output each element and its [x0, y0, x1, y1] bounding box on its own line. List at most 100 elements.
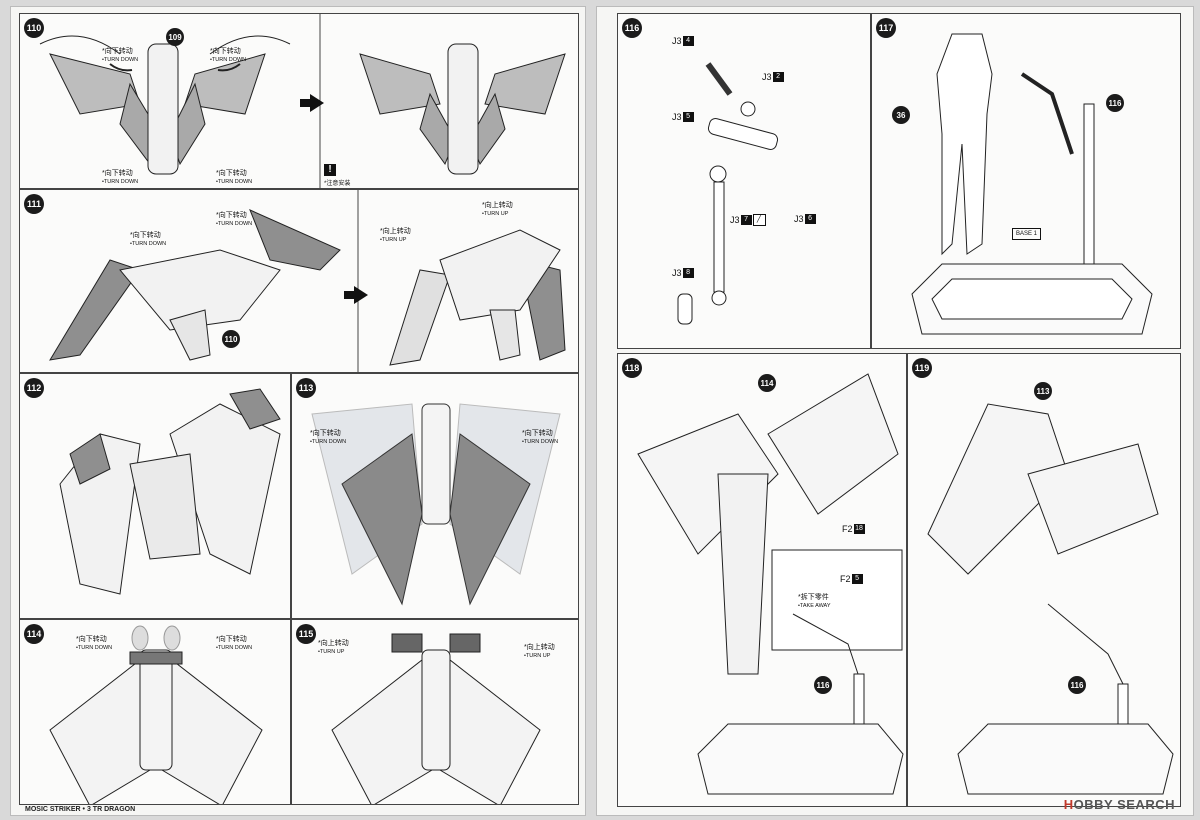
part-group: F2	[842, 524, 853, 534]
callout-116: 116	[1068, 676, 1086, 694]
note-zh: *向下转动	[310, 430, 341, 437]
warning: ! *注意安装	[324, 164, 350, 187]
note-en: •TURN DOWN	[216, 221, 253, 227]
note-zh: *向上转动	[524, 644, 555, 651]
step-114-illustration	[49, 625, 263, 804]
callout-116: 116	[1106, 94, 1124, 112]
callout-116: 116	[814, 676, 832, 694]
note-en: •TURN UP	[482, 211, 509, 217]
note-en: •TURN DOWN	[522, 439, 559, 445]
note: *向下转动 •TURN DOWN	[76, 636, 112, 652]
note-zh: *向上转动	[482, 202, 513, 209]
note-en: •TURN DOWN	[102, 179, 139, 185]
note-en: •TURN DOWN	[216, 645, 253, 651]
note-zh: *向下转动	[130, 232, 161, 239]
note-zh: *向下转动	[216, 212, 247, 219]
step-119-illustration	[927, 403, 1174, 795]
left-page: 110 109 *向下转动•TURN DOWN *向下转动•TURN DOWN …	[10, 6, 586, 816]
note: *向下转动 •TURN DOWN	[216, 212, 252, 228]
step-number: 116	[622, 18, 642, 38]
note-zh: *拆下零件	[798, 594, 829, 601]
part-number: 2	[772, 72, 784, 82]
step-114-panel: 114 *向下转动 •TURN DOWN *向下转动 •TURN DOWN	[19, 619, 291, 805]
note-en: •TURN DOWN	[76, 645, 113, 651]
step-118-illustration	[637, 373, 904, 795]
note: *向下转动 •TURN DOWN	[210, 48, 246, 64]
note-en: •TURN DOWN	[130, 241, 167, 247]
part-group: F2	[840, 574, 851, 584]
step-number: 119	[912, 358, 932, 378]
step-number: 111	[24, 194, 44, 214]
note-zh: *向下转动	[216, 636, 247, 643]
note-zh: *向下转动	[76, 636, 107, 643]
step-111-illustration	[49, 190, 566, 372]
note: *向下转动•TURN DOWN	[102, 48, 138, 64]
callout-114: 114	[758, 374, 776, 392]
note-en: •TAKE AWAY	[798, 603, 831, 609]
step-116-illustration	[677, 62, 779, 325]
note: *向下转动 •TURN DOWN	[216, 636, 252, 652]
note: *向上转动•TURN UP	[318, 640, 349, 656]
part-number: 5	[851, 574, 863, 584]
part-group: J3	[672, 268, 682, 278]
note-zh: *向下转动	[102, 170, 133, 177]
step-112-illustration	[59, 388, 281, 595]
step-113-panel: 113 *向下转动 •TURN DOWN *向下转动 •TURN DOWN	[291, 373, 579, 619]
warning-icon: !	[324, 164, 336, 176]
step-115-panel: 115 *向上转动•TURN UP *向上转动•TURN UP	[291, 619, 579, 805]
note: *向下转动 •TURN DOWN	[102, 170, 138, 186]
next-arrow-icon	[344, 286, 368, 304]
step-117-panel: 117 36 116 BASE 1	[871, 13, 1181, 349]
note-en: •TURN UP	[318, 649, 345, 655]
callout-113: 113	[1034, 382, 1052, 400]
logo-letter: H	[1063, 797, 1074, 812]
note: *向上转动 •TURN UP	[482, 202, 513, 218]
part-number: 8	[682, 268, 694, 278]
step-117-illustration	[911, 33, 1153, 335]
footer-text: MOSIC STRIKER • 3 TR DRAGON	[25, 806, 136, 813]
step-115-illustration	[331, 633, 541, 804]
part-group: J3	[672, 36, 682, 46]
note: *拆下零件 •TAKE AWAY	[798, 594, 831, 610]
note-en: •TURN DOWN	[216, 179, 253, 185]
step-number: 112	[24, 378, 44, 398]
note: *向下转动 •TURN DOWN	[310, 430, 346, 446]
part-group: J3	[672, 112, 682, 122]
note-en: •TURN DOWN	[102, 57, 139, 63]
note-en: •TURN DOWN	[310, 439, 347, 445]
part-number: 7	[740, 215, 752, 225]
logo-text: OBBY SEARCH	[1073, 797, 1175, 812]
note: *向上转动•TURN UP	[380, 228, 411, 244]
part-group: J3	[762, 72, 772, 82]
base-label: BASE 1	[1012, 228, 1042, 240]
step-111-panel: 111 110 *向下转动•TURN DOWN *向下转动•TURN DOWN …	[19, 189, 579, 373]
note: *向下转动 •TURN DOWN	[522, 430, 558, 446]
step-number: 114	[24, 624, 44, 644]
callout-109: 109	[166, 28, 184, 46]
step-number: 117	[876, 18, 896, 38]
note-zh: *向下转动	[210, 48, 241, 55]
note-zh: *向下转动	[522, 430, 553, 437]
step-number: 113	[296, 378, 316, 398]
step-119-panel: 119 113 116	[907, 353, 1181, 807]
part-number: 18	[853, 524, 865, 534]
warning-text: *注意安装	[324, 181, 351, 187]
part-number: 4	[682, 36, 694, 46]
watermark-logo: HOBBY SEARCH	[1064, 797, 1175, 812]
part-number: 5	[682, 112, 694, 122]
note-en: •TURN DOWN	[210, 57, 247, 63]
note-zh: *向上转动	[380, 228, 411, 235]
callout-110: 110	[222, 330, 240, 348]
step-113-illustration	[311, 403, 561, 606]
